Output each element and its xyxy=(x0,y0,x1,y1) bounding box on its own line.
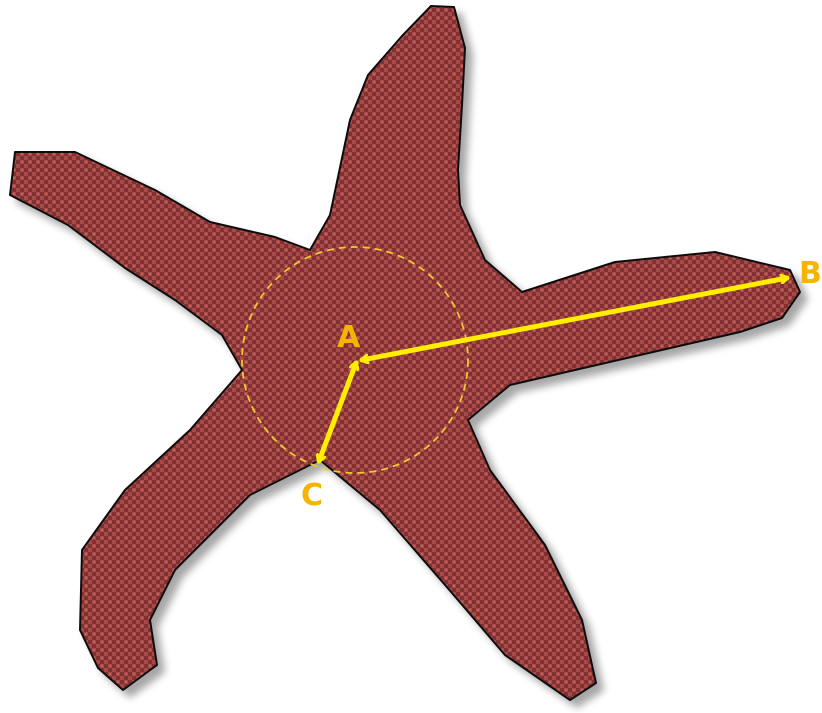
label-a: A xyxy=(337,320,361,355)
label-b: B xyxy=(799,256,822,291)
label-c: C xyxy=(301,478,323,513)
